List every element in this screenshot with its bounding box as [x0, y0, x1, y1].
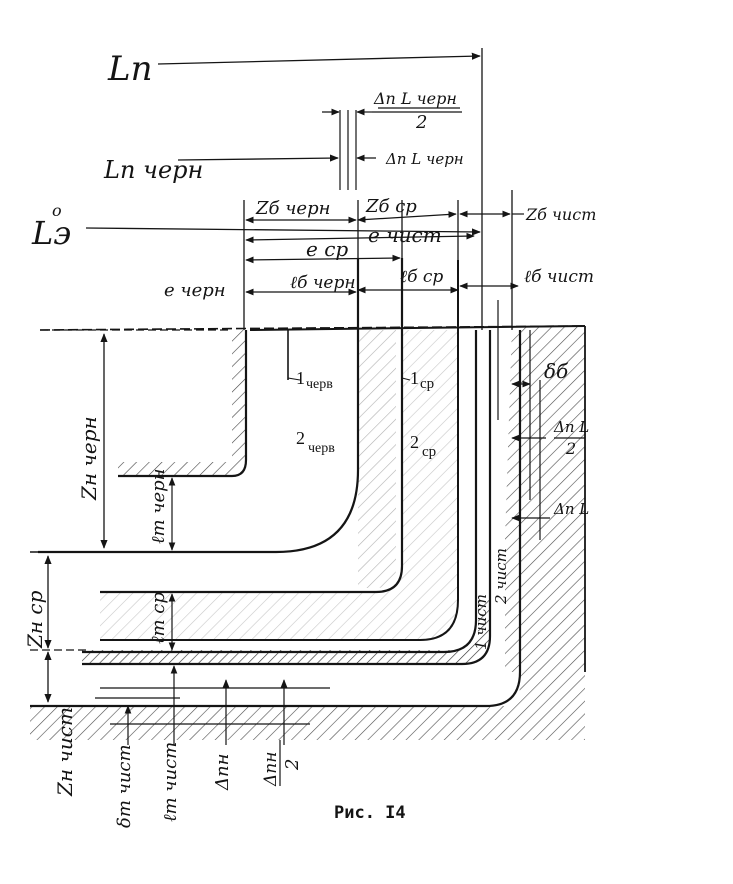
dimension-lines — [44, 48, 550, 745]
profile-sr-2 — [100, 260, 459, 641]
label-dpL-half-num: Δп L черн — [373, 89, 457, 108]
profiles — [30, 258, 586, 725]
label-2chist: 2 чист — [492, 548, 510, 605]
label-dpn-half-den: 2 — [282, 759, 303, 771]
label-ZncherN: Zн черн — [77, 416, 101, 501]
label-Znsr: Zн ср — [23, 590, 47, 649]
label-echist: е чист — [368, 223, 442, 247]
label-lbcherN: ℓб черн — [290, 273, 356, 293]
profile-cherN — [118, 330, 248, 478]
dim-Lp — [157, 52, 481, 65]
label-ltchist: ℓт чист — [160, 742, 181, 822]
profile-chist — [82, 330, 492, 666]
hatch-cherN-wall — [232, 330, 246, 462]
label-Zbchist: Zб чист — [525, 205, 596, 224]
label-lbchist: ℓб чист — [524, 267, 594, 287]
label-1cherv-main: 1 — [296, 368, 305, 388]
label-Zbsr: Zб ср — [365, 196, 417, 217]
label-Le0-sup: o — [52, 201, 62, 220]
leader-1cherv — [287, 377, 301, 381]
top-datum-line-solid — [249, 325, 586, 331]
label-dpn-half-num: Δпн — [261, 752, 281, 787]
profile-chist-outer — [30, 330, 522, 708]
label-Le0: Lэ — [31, 214, 71, 252]
label-1chist: 1 чист — [472, 594, 490, 650]
label-dpL-r: Δп L — [553, 500, 589, 518]
label-ecerN: е черн — [164, 280, 226, 301]
label-esr: е ср — [306, 237, 348, 261]
label-Lp: Lп — [107, 49, 152, 89]
label-1sr-sub: ср — [420, 376, 434, 392]
label-dpL-half-den: 2 — [415, 112, 427, 133]
profile-sr — [38, 258, 360, 554]
label-1sr-main: 1 — [410, 368, 419, 388]
hatch-cherN-floor — [118, 462, 242, 476]
label-lbsr: ℓб ср — [400, 267, 443, 287]
label-2cherv-sub: черв — [308, 441, 335, 456]
hatch-sr-elbow — [100, 330, 458, 640]
label-1cherv-sub: черв — [306, 377, 333, 392]
label-LpcherN: Lп черн — [103, 156, 203, 184]
dim-Zbsr — [357, 211, 457, 223]
label-ltcherN: ℓт черн — [148, 468, 169, 544]
dim-esr — [245, 254, 401, 264]
label-2cherv-main: 2 — [296, 428, 305, 448]
hatch-sr-wall — [358, 330, 396, 588]
label-ltsr: ℓт ср — [148, 592, 169, 644]
dim-echist — [245, 232, 475, 244]
label-2sr-sub: ср — [422, 444, 436, 460]
hatch-right-block — [505, 326, 585, 672]
label-Znchist: Zн чист — [53, 707, 77, 797]
dim-LpcherN — [177, 154, 339, 162]
label-delta-b: δб — [544, 359, 569, 383]
label-ZbcherN: Zб черн — [255, 198, 330, 219]
profile-sr-outer — [100, 258, 404, 594]
label-dpLcherN: Δп L черн — [385, 150, 464, 168]
label-dpn: Δпн — [212, 754, 233, 791]
profile-sr-2b — [82, 330, 478, 654]
dim-Le0 — [85, 227, 481, 236]
label-dpL-half-r-num: Δп L — [553, 418, 589, 436]
label-dtchist: δт чист — [114, 744, 135, 828]
labels: Lп Δп L черн 2 Lп черн Δп L черн Lэ o Zб… — [23, 49, 596, 828]
leader-1sr — [401, 377, 411, 381]
label-2sr-main: 2 — [410, 432, 419, 452]
figure-caption: Рис. I4 — [334, 803, 406, 823]
label-dpL-half-r-den: 2 — [565, 439, 576, 458]
